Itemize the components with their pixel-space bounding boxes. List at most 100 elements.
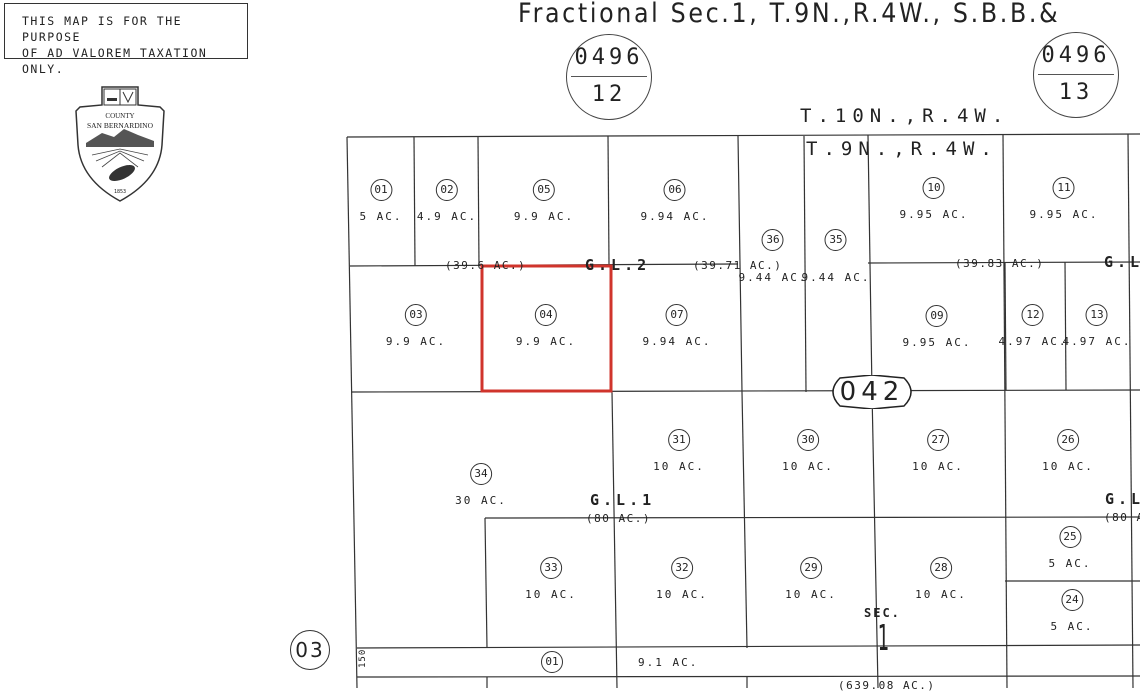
section-acreage: (639.08 AC.) xyxy=(838,679,936,692)
parcel-acres: 10 AC. xyxy=(782,460,834,473)
parcel-number: 25 xyxy=(1059,526,1081,548)
gov-lot-acreage: (80 AC.) xyxy=(586,512,651,525)
parcel-28[interactable]: 28 10 AC. xyxy=(915,557,967,601)
parcel-number: 02 xyxy=(435,179,458,201)
hexagon-badge-icon xyxy=(832,375,912,409)
parcel-number: 05 xyxy=(532,179,555,201)
gov-lot-label: G.L. xyxy=(1104,253,1140,271)
parcel-26[interactable]: 26 10 AC. xyxy=(1042,429,1094,473)
parcel-31[interactable]: 31 10 AC. xyxy=(653,429,705,473)
township-label-current: T.9N.,R.4W. xyxy=(806,138,998,160)
parcel-acres: 5 AC. xyxy=(1050,620,1094,633)
parcel-acres: 10 AC. xyxy=(525,588,577,601)
notice-line-2: OF AD VALOREM TAXATION ONLY. xyxy=(22,46,208,76)
parcel-02[interactable]: 02 4.9 AC. xyxy=(417,179,477,223)
parcel-acres: 10 AC. xyxy=(912,460,964,473)
map-title: Fractional Sec.1, T.9N.,R.4W., S.B.B.& xyxy=(518,0,1061,29)
parcel-13[interactable]: 13 4.97 AC. xyxy=(1063,304,1132,348)
parcel-25[interactable]: 25 5 AC. xyxy=(1048,526,1091,570)
parcel-06[interactable]: 06 9.94 AC. xyxy=(641,179,710,223)
parcel-number: 29 xyxy=(800,557,822,579)
parcel-30[interactable]: 30 10 AC. xyxy=(782,429,834,473)
parcel-acres: 30 AC. xyxy=(455,494,507,507)
page-number: 13 xyxy=(1058,80,1094,105)
parcel-acres: 9.9 AC. xyxy=(515,335,577,348)
parcel-acres: 10 AC. xyxy=(1042,460,1094,473)
parcel-acres: 9.94 AC. xyxy=(642,335,712,348)
highlighted-parcel-outline xyxy=(480,264,613,393)
parcel-acres: 10 AC. xyxy=(785,588,837,601)
parcel-01-strip-acres: 9.1 AC. xyxy=(638,656,699,669)
parcel-acres: 9.94 AC. xyxy=(640,210,710,223)
parcel-number: 03 xyxy=(404,304,427,326)
parcel-32[interactable]: 32 10 AC. xyxy=(656,557,708,601)
parcel-27[interactable]: 27 10 AC. xyxy=(912,429,964,473)
gov-lot-acreage: (39.83 AC.) xyxy=(955,257,1045,270)
parcel-number: 34 xyxy=(470,463,492,485)
parcel-number: 06 xyxy=(663,179,686,201)
parcel-acres: 9.95 AC. xyxy=(1029,208,1099,221)
page-number: 12 xyxy=(591,82,627,107)
section-label: SEC. xyxy=(864,606,901,620)
parcel-number: 28 xyxy=(930,557,952,579)
parcel-07[interactable]: 07 9.94 AC. xyxy=(643,304,712,348)
book-page-reference-13[interactable]: 0496 13 xyxy=(1033,32,1119,118)
svg-text:COUNTY: COUNTY xyxy=(105,112,134,120)
parcel-acres: 4.97 AC. xyxy=(1062,335,1132,348)
map-number-badge: 042 xyxy=(826,375,918,409)
parcel-35[interactable]: 35 9.44 AC. xyxy=(802,229,871,284)
parcel-number: 13 xyxy=(1085,304,1108,326)
gov-lot-acreage: (39.6 AC.) xyxy=(445,259,527,272)
parcel-29[interactable]: 29 10 AC. xyxy=(785,557,837,601)
parcel-acres: 10 AC. xyxy=(653,460,705,473)
parcel-number: 04 xyxy=(534,304,557,326)
parcel-number: 10 xyxy=(922,177,945,199)
parcel-number: 32 xyxy=(671,557,693,579)
parcel-acres: 9.44 AC. xyxy=(738,271,808,284)
parcel-04-highlighted[interactable]: 04 9.9 AC. xyxy=(516,304,576,348)
parcel-acres: 10 AC. xyxy=(656,588,708,601)
parcel-acres: 9.44 AC. xyxy=(801,271,871,284)
township-label-north: T.10N.,R.4W. xyxy=(800,105,1010,127)
parcel-05[interactable]: 05 9.9 AC. xyxy=(514,179,574,223)
parcel-number: 26 xyxy=(1057,429,1079,451)
parcel-acres: 9.9 AC. xyxy=(385,335,447,348)
parcel-acres: 9.9 AC. xyxy=(513,210,575,223)
parcel-acres: 5 AC. xyxy=(1048,557,1092,570)
county-seal-icon: COUNTY SAN BERNARDINO 1853 xyxy=(75,86,165,202)
parcel-number: 01 xyxy=(370,179,392,201)
parcel-acres: 5 AC. xyxy=(359,210,403,223)
parcel-number: 30 xyxy=(797,429,819,451)
gov-lot-acreage: (39.71 AC.) xyxy=(693,259,783,272)
parcel-number: 27 xyxy=(927,429,949,451)
parcel-number: 07 xyxy=(665,304,688,326)
parcel-01[interactable]: 01 5 AC. xyxy=(359,179,402,223)
adjacent-block-reference[interactable]: 03 xyxy=(290,630,330,670)
parcel-number: 35 xyxy=(824,229,847,251)
dimension-label: 150 xyxy=(358,648,368,668)
parcel-acres: 10 AC. xyxy=(915,588,967,601)
gov-lot-label: G.L. xyxy=(1105,490,1140,508)
parcel-acres: 4.97 AC. xyxy=(998,335,1068,348)
parcel-03[interactable]: 03 9.9 AC. xyxy=(386,304,446,348)
gov-lot-label: G.L.2 xyxy=(585,256,651,274)
parcel-01-strip-number[interactable]: 01 xyxy=(541,651,563,673)
book-page-reference-12[interactable]: 0496 12 xyxy=(566,34,652,120)
parcel-number: 31 xyxy=(668,429,690,451)
gov-lot-acreage: (80 AC.) xyxy=(1104,511,1140,524)
svg-text:SAN BERNARDINO: SAN BERNARDINO xyxy=(87,121,154,130)
book-number: 0496 xyxy=(571,35,647,77)
svg-text:1853: 1853 xyxy=(114,189,126,195)
parcel-acres: 4.9 AC. xyxy=(416,210,478,223)
section-number: 1 xyxy=(877,618,890,659)
parcel-34[interactable]: 34 30 AC. xyxy=(455,463,507,507)
map-number: 042 xyxy=(839,377,905,407)
